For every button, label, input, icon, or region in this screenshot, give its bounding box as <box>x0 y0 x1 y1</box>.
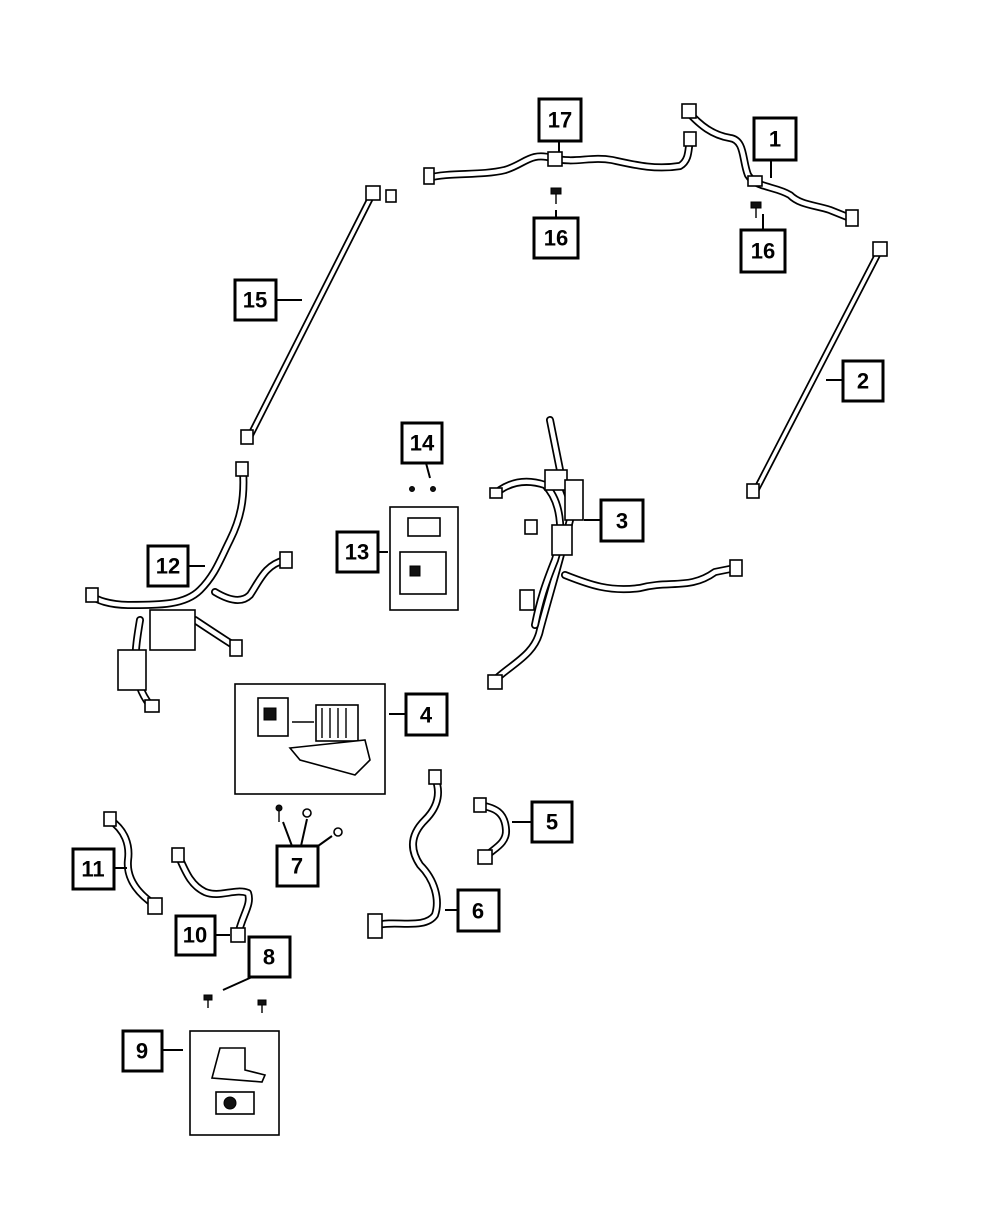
part-14-dot-a <box>409 486 415 492</box>
callout-5-label: 5 <box>546 810 558 835</box>
hose-11 <box>103 811 163 915</box>
hose-12 <box>85 461 293 713</box>
callout-12-label: 12 <box>156 554 180 579</box>
pump-9 <box>210 1047 267 1115</box>
callout-6-label: 6 <box>472 899 484 924</box>
callout-14-label: 14 <box>410 431 435 456</box>
callout-1-label: 1 <box>769 127 781 152</box>
callout-3: 3 <box>599 498 645 543</box>
callout-16a-label: 16 <box>544 226 568 251</box>
callout-2: 2 <box>841 359 885 403</box>
callout-1: 1 <box>752 116 798 162</box>
callout-15-label: 15 <box>243 288 267 313</box>
callout-7: 7 <box>275 844 320 888</box>
callout-14: 14 <box>400 421 444 465</box>
part-14-dot-b <box>430 486 436 492</box>
callout-6: 6 <box>456 888 501 933</box>
valve-13 <box>399 517 447 595</box>
callout-17-label: 17 <box>548 108 572 133</box>
callout-9: 9 <box>121 1029 164 1073</box>
callout-16b: 16 <box>739 228 787 274</box>
callout-10-label: 10 <box>183 923 207 948</box>
part-13-frame <box>389 506 459 611</box>
fastener-16a <box>550 187 562 204</box>
callout-12: 12 <box>146 544 190 588</box>
callout-11-label: 11 <box>81 857 104 882</box>
callout-16b-label: 16 <box>751 239 775 264</box>
callout-9-label: 9 <box>136 1039 148 1064</box>
callout-3-label: 3 <box>616 509 628 534</box>
rod-2 <box>746 241 888 499</box>
callout-13-label: 13 <box>345 540 369 565</box>
callout-17: 17 <box>537 97 583 143</box>
rod-15 <box>240 185 397 445</box>
hose-5 <box>473 797 510 865</box>
callout-8-label: 8 <box>263 945 275 970</box>
hose-6 <box>367 769 442 939</box>
cooler-4 <box>257 697 371 776</box>
callout-8: 8 <box>247 935 292 979</box>
callout-5: 5 <box>530 800 574 844</box>
callout-7-label: 7 <box>291 854 303 879</box>
hose-17 <box>423 131 697 185</box>
part-9-frame <box>189 1030 280 1136</box>
callout-10: 10 <box>174 914 217 957</box>
callout-16a: 16 <box>532 216 580 260</box>
bolts-8 <box>203 994 267 1013</box>
hose-1 <box>681 103 859 227</box>
callout-4: 4 <box>404 692 449 737</box>
leader-lines <box>114 141 843 1051</box>
callout-15: 15 <box>233 278 278 322</box>
callout-13: 13 <box>335 530 380 574</box>
callout-2-label: 2 <box>857 369 869 394</box>
part-4-frame <box>234 683 386 795</box>
callout-11: 11 <box>71 847 116 891</box>
fasteners-7 <box>275 804 343 837</box>
hose-10 <box>171 847 253 943</box>
hose-3 <box>487 416 743 690</box>
fastener-16b <box>750 201 762 218</box>
callout-4-label: 4 <box>420 703 433 728</box>
